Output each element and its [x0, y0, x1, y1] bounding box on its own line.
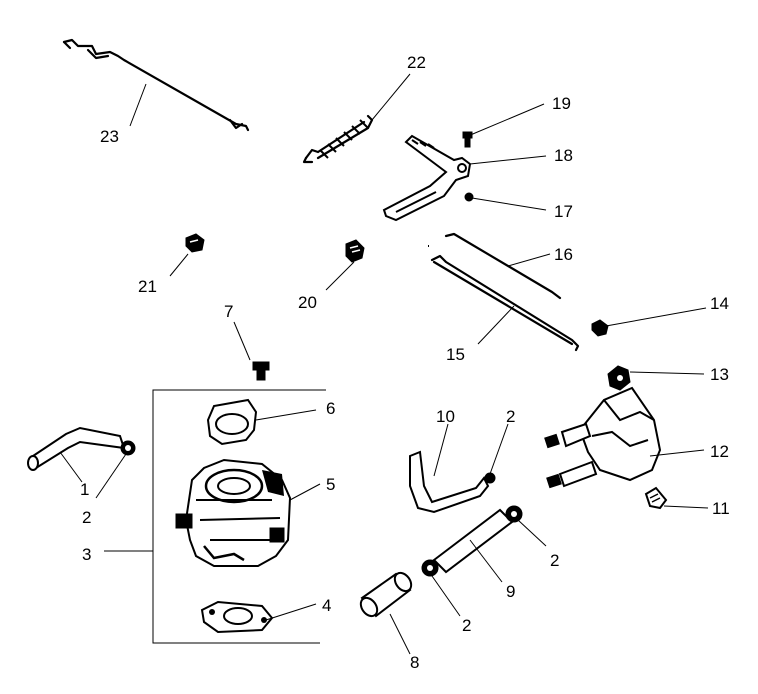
- gasket-part-6: [206, 398, 258, 446]
- callout-4: 4: [322, 596, 331, 615]
- callout-18: 18: [554, 146, 573, 165]
- fitting-part-13: [607, 365, 631, 391]
- callout-1: 1: [80, 480, 89, 499]
- callout-16: 16: [554, 245, 573, 264]
- nut-part: [464, 192, 474, 202]
- clamp-part-2b: [484, 472, 496, 484]
- callout-6: 6: [326, 399, 335, 418]
- callout-17: 17: [554, 202, 573, 221]
- callout-12: 12: [710, 442, 729, 461]
- clamp-part-2a: [120, 440, 136, 456]
- carb-screw-part: [252, 361, 270, 381]
- hose-part-1: [27, 426, 126, 471]
- callout-14: 14: [710, 294, 729, 313]
- clamp-part-2d: [421, 559, 439, 577]
- callout-2-upper: 2: [506, 407, 515, 426]
- callout-20: 20: [298, 293, 317, 312]
- fitting-part-11: [644, 486, 668, 510]
- bushing-part: [345, 239, 365, 263]
- assembly-bracket: [104, 389, 326, 644]
- callout-8: 8: [410, 653, 419, 672]
- link-rod-part: [430, 254, 580, 352]
- gasket-part-4: [200, 600, 274, 634]
- callout-23: 23: [100, 127, 119, 146]
- callout-19: 19: [552, 94, 571, 113]
- callout-3: 3: [82, 545, 91, 564]
- callout-2-hose: 2: [82, 508, 91, 527]
- fuel-pump-part: [544, 386, 662, 489]
- callout-22: 22: [407, 53, 426, 72]
- callout-11: 11: [712, 499, 730, 518]
- callout-9: 9: [506, 582, 515, 601]
- throttle-lever-part: [382, 134, 472, 222]
- callout-7: 7: [224, 302, 233, 321]
- clip-part: [591, 319, 609, 337]
- carburetor-part: [175, 458, 292, 567]
- callout-15: 15: [446, 345, 465, 364]
- fuel-filter-part: [359, 571, 413, 618]
- hose-part-9: [432, 508, 514, 574]
- screw-part: [462, 131, 473, 148]
- callout-21: 21: [138, 277, 157, 296]
- callout-10: 10: [436, 407, 455, 426]
- governor-rod-part: [62, 38, 250, 132]
- callout-2-right: 2: [550, 551, 559, 570]
- leader-lines: [59, 73, 709, 655]
- clamp-part-2c: [505, 505, 523, 523]
- callout-2-lower: 2: [462, 616, 471, 635]
- callout-13: 13: [710, 365, 729, 384]
- spring-part: [302, 114, 374, 164]
- fitting-part-21: [185, 233, 205, 253]
- choke-rod-part: [428, 232, 562, 300]
- hose-part-10: [409, 450, 490, 514]
- callout-5: 5: [326, 475, 335, 494]
